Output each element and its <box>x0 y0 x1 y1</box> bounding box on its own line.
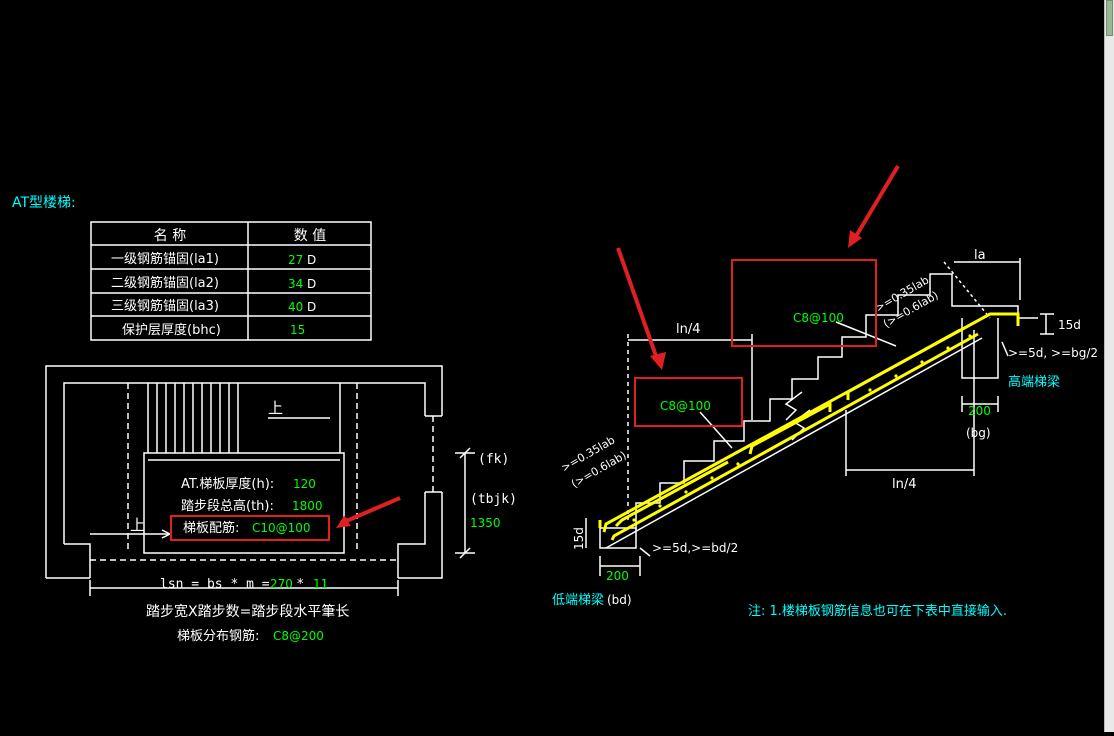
table-cell-value[interactable]: 27 <box>288 253 303 267</box>
rebar-value[interactable]: C10@100 <box>252 521 311 535</box>
stair-section <box>585 258 1054 576</box>
thickness-value[interactable]: 120 <box>293 477 316 491</box>
scrollbar-thumb[interactable] <box>1106 0 1113 36</box>
table-cell-unit: D <box>307 300 316 314</box>
bg-label: (bg) <box>966 426 991 440</box>
red-arrow-shaft-bottom <box>616 247 658 357</box>
lsn-bs-value[interactable]: 270 <box>270 577 293 591</box>
ln4-bottom-label: ln/4 <box>892 477 917 492</box>
table-row: 二级钢筋锚固(la2) 34 D <box>111 275 316 291</box>
parameter-table <box>90 221 372 341</box>
bd-label: (bd) <box>607 593 632 607</box>
rebar-lines <box>598 312 1020 541</box>
red-arrow-shaft <box>343 496 401 524</box>
note-text: 注: 1.楼梯板钢筋信息也可在下表中直接输入. <box>748 603 1007 619</box>
rebar-dots <box>632 334 972 522</box>
formula-caption: 踏步宽X踏步数=踏步段水平筆长 <box>146 603 349 620</box>
table-header-name: 名 称 <box>154 228 186 244</box>
lsn-m-value[interactable]: 11 <box>313 577 328 591</box>
table-header-value: 数 值 <box>294 228 326 244</box>
table-cell-name: 保护层厚度(bhc) <box>122 322 221 338</box>
red-arrow-shaft-top <box>853 164 900 240</box>
section-bottom-rebar[interactable]: C8@100 <box>660 399 711 413</box>
table-cell-unit: D <box>307 253 316 267</box>
table-row: 三级钢筋锚固(la3) 40 D <box>111 298 316 314</box>
stair-plan <box>45 365 475 596</box>
high-anchor-label: >=5d, >=bg/2 <box>1008 346 1098 360</box>
table-cell-name: 三级钢筋锚固(la3) <box>111 298 219 314</box>
tbjk-value[interactable]: 1350 <box>470 516 501 530</box>
top-rebar-highlight-box <box>731 259 877 347</box>
table-row: 一级钢筋锚固(la1) 27 D <box>111 251 316 267</box>
15d-top-label: 15d <box>1058 318 1081 332</box>
lsn-formula: lsn = bs * m = <box>160 577 270 592</box>
low-anchor-label: >=5d,>=bd/2 <box>652 541 738 555</box>
15d-bottom-label: 15d <box>572 527 586 550</box>
diagram-title: AT型楼梯: <box>12 195 76 211</box>
fk-label: (fk) <box>478 452 509 467</box>
lsn-times: * <box>297 577 304 592</box>
red-arrow-icon-bottom <box>650 352 666 370</box>
bd-value[interactable]: 200 <box>606 569 629 583</box>
distribution-label: 梯板分布钢筋: <box>177 628 259 644</box>
table-cell-value[interactable]: 40 <box>288 300 303 314</box>
distribution-value[interactable]: C8@200 <box>273 629 324 643</box>
low-beam-label: 低端梯梁 <box>552 593 604 608</box>
tbjk-label: (tbjk) <box>470 492 517 507</box>
ln4-top-label: ln/4 <box>676 322 701 337</box>
rebar-highlight-box <box>170 515 330 541</box>
table-cell-unit: D <box>307 277 316 291</box>
height-label: 踏步段总高(th): <box>181 498 274 514</box>
rebar-short-top <box>614 328 961 528</box>
table-cell-value[interactable]: 15 <box>290 323 305 337</box>
bg-value[interactable]: 200 <box>968 404 991 418</box>
table-cell-value[interactable]: 34 <box>288 277 303 291</box>
plan-up-label-bottom: 上 <box>130 516 145 534</box>
plan-up-label-top: 上 <box>268 399 283 417</box>
table-row: 保护层厚度(bhc) 15 <box>122 322 305 338</box>
red-arrow-icon-top <box>848 230 862 248</box>
height-value[interactable]: 1800 <box>292 499 323 513</box>
section-top-rebar[interactable]: C8@100 <box>793 311 844 325</box>
rebar-label: 梯板配筋: <box>183 520 239 536</box>
vertical-scrollbar[interactable] <box>1104 0 1114 732</box>
thickness-label: AT.梯板厚度(h): <box>181 476 274 492</box>
table-cell-name: 二级钢筋锚固(la2) <box>111 275 219 291</box>
high-beam-label: 高端梯梁 <box>1008 374 1060 390</box>
la-label: la <box>974 248 986 263</box>
bottom-rebar-highlight-box <box>634 377 743 427</box>
red-arrow-icon <box>336 498 400 528</box>
table-cell-name: 一级钢筋锚固(la1) <box>111 251 219 267</box>
